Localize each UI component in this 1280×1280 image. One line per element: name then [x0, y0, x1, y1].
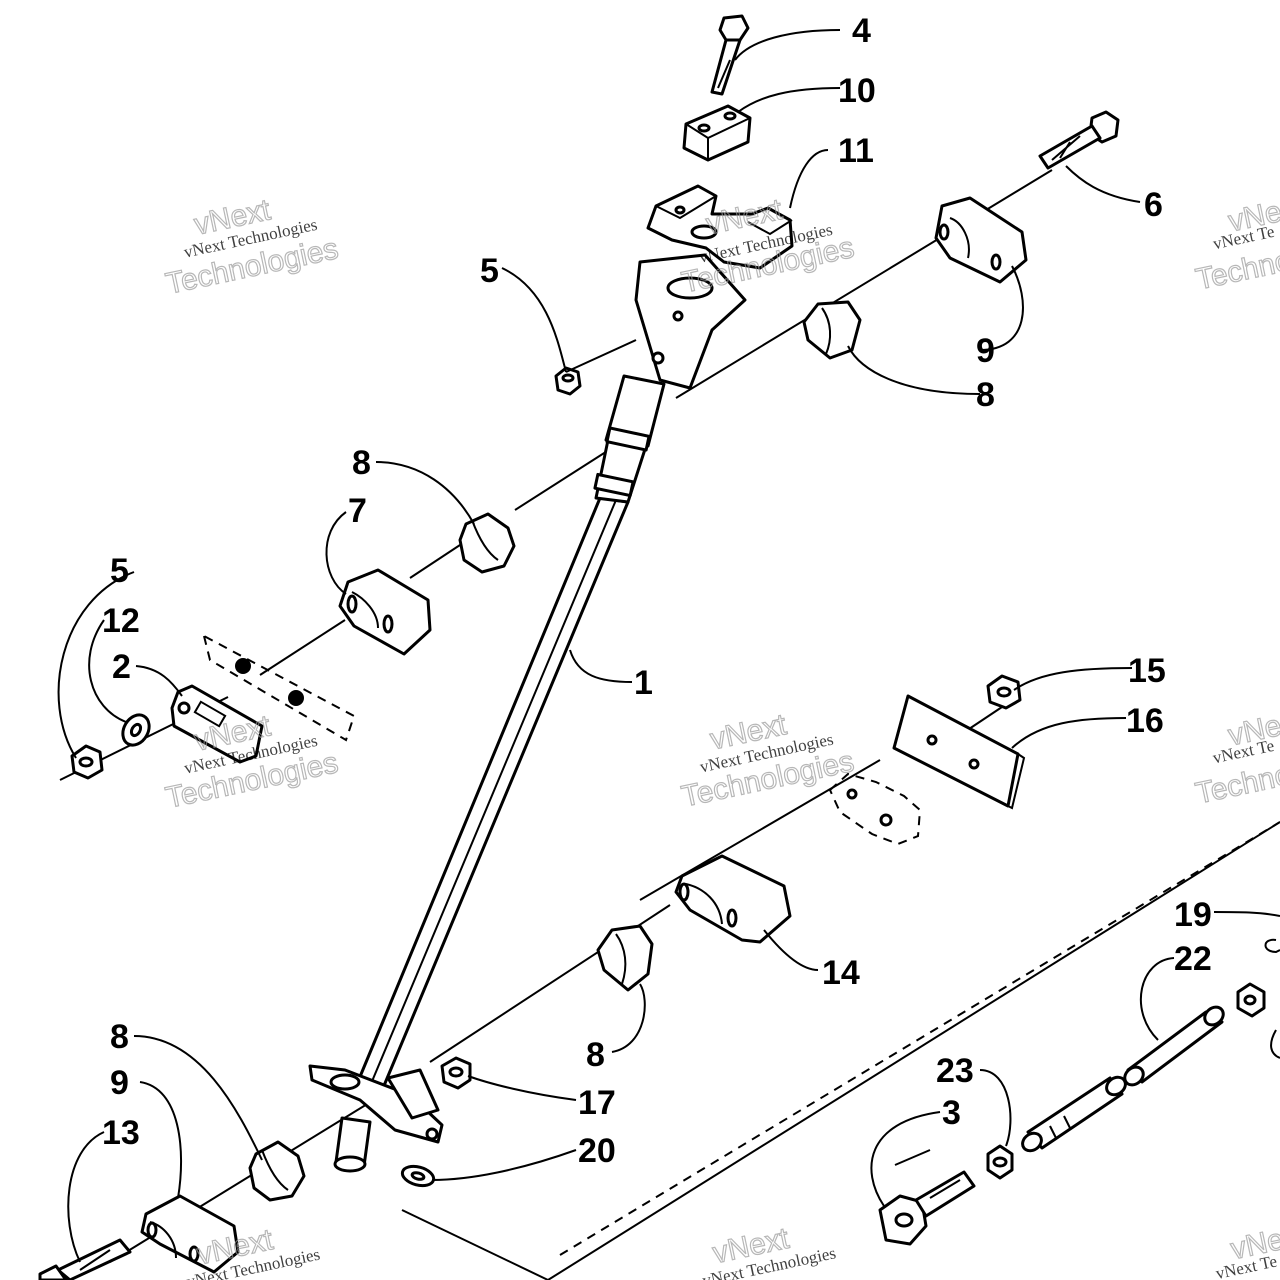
tie-rod: [1021, 1075, 1127, 1153]
callout-1: 1: [634, 664, 653, 702]
callout-8-middle: 8: [586, 1036, 605, 1074]
callout-13: 13: [102, 1114, 140, 1152]
callout-3: 3: [942, 1094, 961, 1132]
callout-5-left: 5: [110, 552, 129, 590]
bolt-6: [1038, 110, 1120, 170]
steering-post: [308, 253, 747, 1173]
callout-10: 10: [838, 72, 876, 110]
leader-lines: [57, 29, 1280, 1263]
bushing-8-bottom-left: [248, 1140, 306, 1202]
callout-labels: 1 2 3 4 5 5 6 7 8 8 8 8 9 9 10 11 12 13 …: [102, 12, 1212, 1170]
callout-9-upper: 9: [976, 332, 995, 370]
nut-17: [440, 1056, 472, 1090]
callout-7: 7: [348, 492, 367, 530]
callout-6: 6: [1144, 186, 1163, 224]
callout-8-upper: 8: [976, 376, 995, 414]
nut-right-edge: [1236, 982, 1280, 1059]
cap-10: [682, 104, 752, 162]
bushing-8-left-upper: [458, 512, 516, 574]
callout-5-upper: 5: [480, 252, 499, 290]
clip-19: [1264, 938, 1280, 954]
tie-rod-end-3: [878, 1170, 976, 1246]
watermarks: vNext vNext Technologies Technologies vN…: [162, 192, 1280, 1280]
callout-17: 17: [578, 1084, 616, 1122]
bolt-13: [38, 1238, 132, 1280]
jam-nut-23: [986, 1144, 1014, 1180]
watermark-partial-big-2: Techno: [1193, 244, 1280, 296]
callout-4: 4: [852, 12, 871, 50]
callout-15: 15: [1128, 652, 1166, 690]
callout-8-bottom: 8: [110, 1018, 129, 1056]
cap-14: [674, 854, 792, 944]
callout-16: 16: [1126, 702, 1164, 740]
callout-19: 19: [1174, 896, 1212, 934]
callout-20: 20: [578, 1132, 616, 1170]
callout-12: 12: [102, 602, 140, 640]
bolt-4: [710, 14, 750, 96]
nut-15: [986, 674, 1022, 710]
callout-8-left: 8: [352, 444, 371, 482]
callout-9-lower: 9: [110, 1064, 129, 1102]
nut-5-left: [70, 744, 104, 780]
plate-2: [170, 634, 356, 764]
callout-14: 14: [822, 954, 860, 992]
watermark-partial-big-4: Techno: [1193, 758, 1280, 810]
block-11: [646, 184, 794, 270]
plate-16: [892, 694, 1026, 810]
callout-2: 2: [112, 648, 131, 686]
nut-5-upper: [554, 366, 582, 396]
bushing-8-middle: [596, 924, 654, 992]
cap-7: [338, 568, 432, 656]
callout-23: 23: [936, 1052, 974, 1090]
sleeve-22: [1123, 1005, 1225, 1087]
cap-9-lower: [140, 1194, 240, 1274]
callout-22: 22: [1174, 940, 1212, 978]
washer-12: [121, 713, 151, 747]
bushing-8-upper-right: [802, 300, 862, 360]
washer-20: [400, 1164, 436, 1188]
callout-11: 11: [838, 132, 874, 170]
ghost-plate: [828, 772, 922, 846]
cap-9-upper: [934, 196, 1028, 284]
